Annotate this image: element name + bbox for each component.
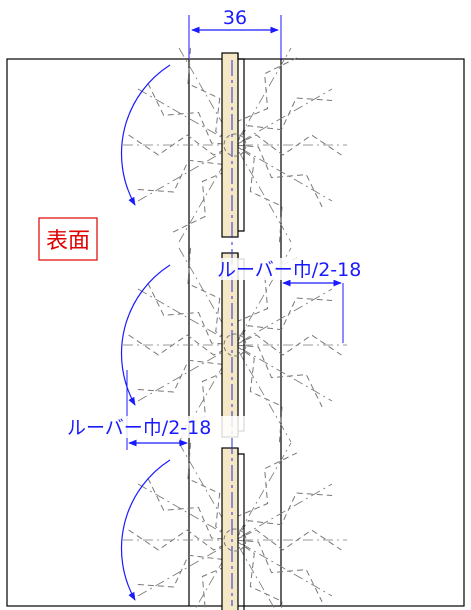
surface-label: 表面: [38, 217, 98, 261]
louver-blade: [221, 447, 239, 610]
louver-dim-right-bg: [216, 258, 411, 280]
louver-rotated-outline: [187, 247, 283, 443]
louver-dim-left-bg: [66, 416, 251, 438]
louver-rotated-outline: [128, 334, 342, 356]
louver-dim-left-text: ルーバー巾/2-18: [67, 417, 211, 439]
louver-rotation-axis: [178, 247, 292, 443]
louver-rotated-outline: [147, 282, 323, 408]
louver-blade-step: [237, 53, 245, 232]
louver-rotation-axis: [178, 442, 276, 610]
louver-rotated-outline: [137, 297, 333, 393]
width-dimension-value: 36: [223, 7, 247, 29]
louver-dimension-left: ルーバー巾/2-18: [66, 370, 251, 450]
louver-rotation-axis: [194, 442, 292, 610]
louver-rotated-outline: [187, 47, 283, 243]
louver-rotated-outline: [128, 134, 342, 156]
louver-rotated-outline: [201, 452, 298, 610]
louver-rotation-axis: [137, 88, 333, 202]
pivot-circle: [223, 333, 247, 357]
pivot-circle: [223, 133, 247, 157]
louver-rotated-outline: [137, 97, 333, 193]
louver-dimension-right: ルーバー巾/2-18: [216, 258, 411, 343]
louver-rotated-outline: [172, 57, 298, 233]
louver-rotated-outline: [147, 82, 323, 208]
louver-rotated-outline: [147, 477, 323, 603]
louver-rotation-axis: [137, 483, 333, 597]
louver-group: [120, 47, 347, 610]
louver-blade: [221, 52, 239, 238]
louver-rotation-axis: [178, 247, 292, 443]
rotation-arc: [120, 459, 171, 601]
louver-rotation-axis: [178, 47, 292, 243]
louver-rotation-axis: [137, 88, 333, 202]
louver-dim-right-text: ルーバー巾/2-18: [217, 259, 361, 281]
louver-rotation-axis: [137, 483, 333, 597]
louver-rotation-axis: [137, 288, 333, 402]
louver-rotated-outline: [187, 442, 283, 610]
louver-blade-step: [237, 448, 245, 610]
surface-label-text: 表面: [46, 229, 90, 254]
surface-label-box: [38, 217, 98, 261]
louver-rotation-axis: [178, 47, 292, 243]
louver-rotated-outline: [137, 492, 333, 588]
pivot-circle: [223, 528, 247, 552]
louver-rotated-outline: [128, 529, 342, 551]
louver-rotation-axis: [137, 288, 333, 402]
rotation-arc: [120, 64, 171, 206]
